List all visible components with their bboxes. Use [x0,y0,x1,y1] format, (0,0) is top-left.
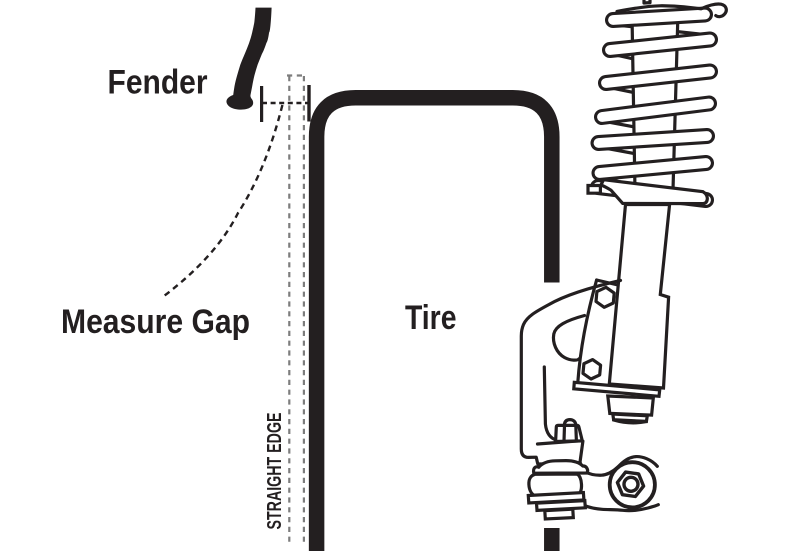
svg-text:STRAIGHT EDGE: STRAIGHT EDGE [264,413,286,530]
svg-text:Fender: Fender [108,63,208,101]
svg-text:Measure Gap: Measure Gap [61,303,250,341]
svg-text:Tire: Tire [405,299,457,337]
